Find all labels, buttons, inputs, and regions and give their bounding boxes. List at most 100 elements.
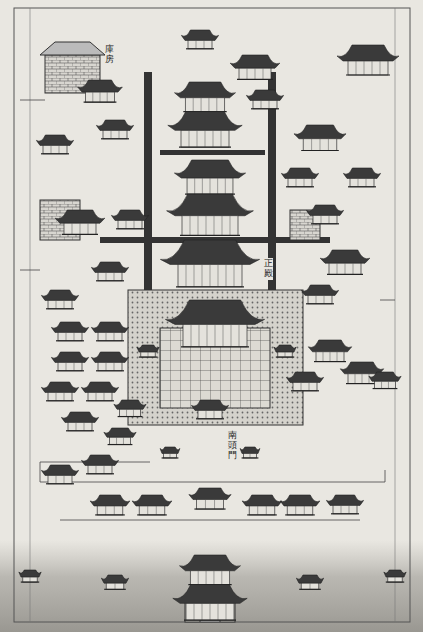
hall-body bbox=[139, 506, 165, 515]
hall-body bbox=[181, 130, 229, 147]
pillar bbox=[358, 178, 359, 186]
base bbox=[186, 48, 214, 49]
pillar bbox=[197, 130, 198, 147]
base bbox=[96, 370, 124, 371]
pillar bbox=[369, 374, 370, 384]
pillar bbox=[111, 130, 112, 138]
base bbox=[346, 74, 390, 75]
pillar bbox=[186, 264, 187, 286]
building-label: 南頭門 bbox=[228, 430, 237, 462]
pillar bbox=[107, 92, 108, 102]
hall-body bbox=[58, 362, 82, 370]
pillar bbox=[210, 178, 211, 194]
pillar bbox=[255, 68, 256, 79]
roof bbox=[41, 382, 78, 392]
roof bbox=[91, 352, 128, 362]
pillar bbox=[328, 139, 329, 151]
roof bbox=[308, 340, 351, 352]
hall-body bbox=[106, 583, 124, 589]
pillar bbox=[114, 272, 115, 280]
pillar bbox=[105, 506, 106, 515]
hall-body bbox=[48, 475, 72, 483]
base bbox=[46, 308, 74, 309]
base bbox=[62, 234, 98, 235]
base bbox=[286, 186, 314, 187]
roof bbox=[78, 80, 123, 92]
pillar bbox=[126, 409, 127, 416]
pillar bbox=[104, 465, 105, 473]
pillar bbox=[329, 215, 330, 223]
pillar bbox=[96, 392, 97, 400]
roof bbox=[81, 455, 118, 465]
roof bbox=[19, 570, 41, 577]
pillar bbox=[106, 332, 107, 340]
pillar bbox=[356, 61, 357, 75]
hall-body bbox=[97, 506, 123, 515]
base bbox=[118, 416, 143, 417]
hall-body bbox=[303, 139, 337, 151]
pillar bbox=[206, 410, 207, 418]
pillar bbox=[380, 61, 381, 75]
roof bbox=[294, 125, 346, 139]
hall-body bbox=[183, 324, 247, 346]
roof bbox=[274, 345, 296, 352]
pillar bbox=[123, 437, 124, 444]
base bbox=[137, 514, 167, 515]
pillar bbox=[215, 324, 216, 346]
hall-body bbox=[98, 362, 122, 370]
base bbox=[179, 147, 231, 148]
pillar bbox=[309, 382, 310, 390]
pillar bbox=[221, 130, 222, 147]
hall-body bbox=[48, 392, 72, 400]
pillar bbox=[148, 352, 149, 357]
base bbox=[299, 589, 321, 590]
pillar bbox=[216, 98, 217, 112]
pillar bbox=[100, 92, 101, 102]
roof bbox=[160, 240, 259, 264]
base bbox=[104, 589, 126, 590]
base bbox=[276, 356, 294, 357]
base bbox=[291, 390, 319, 391]
pillar bbox=[364, 61, 365, 75]
pillar bbox=[250, 453, 251, 457]
hall-body bbox=[244, 453, 257, 457]
pillar bbox=[222, 216, 223, 236]
base bbox=[66, 430, 94, 431]
pillar bbox=[126, 220, 127, 228]
hall-body bbox=[98, 332, 122, 340]
hall-body bbox=[350, 178, 374, 186]
pillar bbox=[257, 506, 258, 515]
roof bbox=[165, 300, 264, 324]
building-label: 正殿 bbox=[264, 258, 273, 280]
pillar bbox=[51, 145, 52, 153]
pillar bbox=[323, 352, 324, 362]
roof bbox=[326, 495, 363, 505]
pillar bbox=[320, 139, 321, 151]
pillar bbox=[301, 382, 302, 390]
pillar bbox=[221, 571, 222, 585]
pillar bbox=[204, 40, 205, 48]
roof bbox=[281, 168, 318, 178]
pillar bbox=[190, 216, 191, 236]
pillar bbox=[64, 392, 65, 400]
pillar bbox=[194, 264, 195, 286]
pillar bbox=[147, 506, 148, 515]
pillar bbox=[295, 506, 296, 515]
base bbox=[306, 303, 334, 304]
pillar bbox=[223, 324, 224, 346]
pillar bbox=[231, 324, 232, 346]
roof bbox=[242, 495, 282, 506]
base bbox=[196, 418, 224, 419]
pillar bbox=[202, 264, 203, 286]
roof bbox=[240, 447, 260, 453]
pillar bbox=[84, 422, 85, 430]
pillar bbox=[198, 216, 199, 236]
pillar bbox=[366, 178, 367, 186]
hall-body bbox=[313, 215, 337, 223]
roof bbox=[36, 135, 73, 145]
pillar bbox=[285, 352, 286, 357]
roof bbox=[160, 447, 180, 453]
hall-body bbox=[110, 437, 131, 444]
hall-body bbox=[68, 422, 92, 430]
base bbox=[242, 457, 259, 458]
